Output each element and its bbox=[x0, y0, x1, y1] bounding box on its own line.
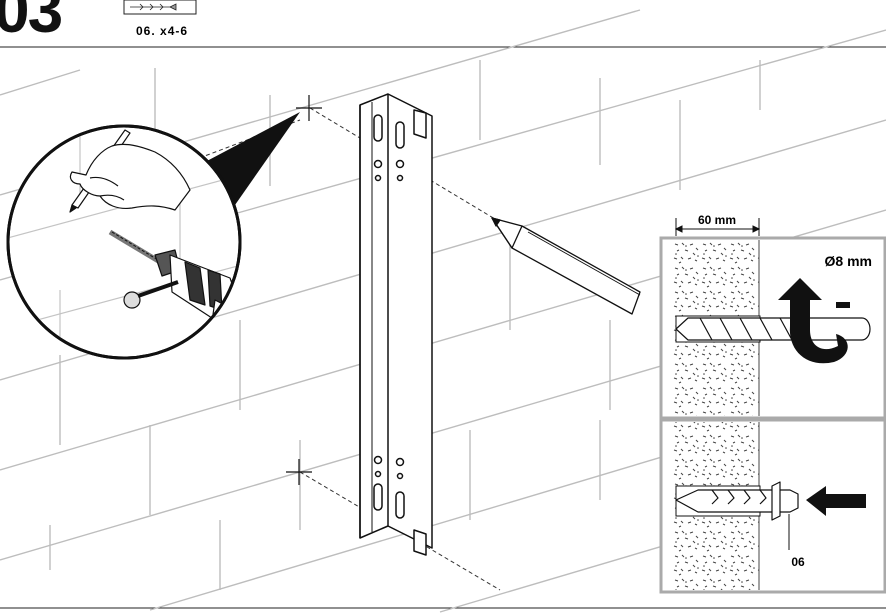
drill-mark-crosshair-top bbox=[296, 95, 322, 121]
drill-bit-icon bbox=[675, 317, 871, 341]
step-number: 03 bbox=[0, 0, 63, 46]
depth-label: 60 mm bbox=[698, 213, 736, 227]
magnifier-detail bbox=[6, 124, 242, 360]
wall-plug-icon bbox=[675, 481, 799, 521]
diameter-label: Ø8 mm bbox=[825, 253, 872, 269]
pencil-icon bbox=[491, 217, 641, 315]
hand-with-pencil-icon bbox=[69, 129, 191, 213]
rotation-arrow-icon bbox=[778, 278, 850, 364]
drill-mark-crosshair-bottom bbox=[286, 459, 312, 485]
part-quantity-label: 06. x4-6 bbox=[136, 24, 189, 38]
plug-part-label: 06 bbox=[791, 555, 805, 569]
detail-panels bbox=[659, 218, 886, 594]
wall-plug-part-icon bbox=[123, 0, 197, 15]
depth-dimension bbox=[674, 218, 761, 236]
push-arrow-icon bbox=[806, 486, 866, 516]
radiator-bracket bbox=[359, 93, 433, 556]
